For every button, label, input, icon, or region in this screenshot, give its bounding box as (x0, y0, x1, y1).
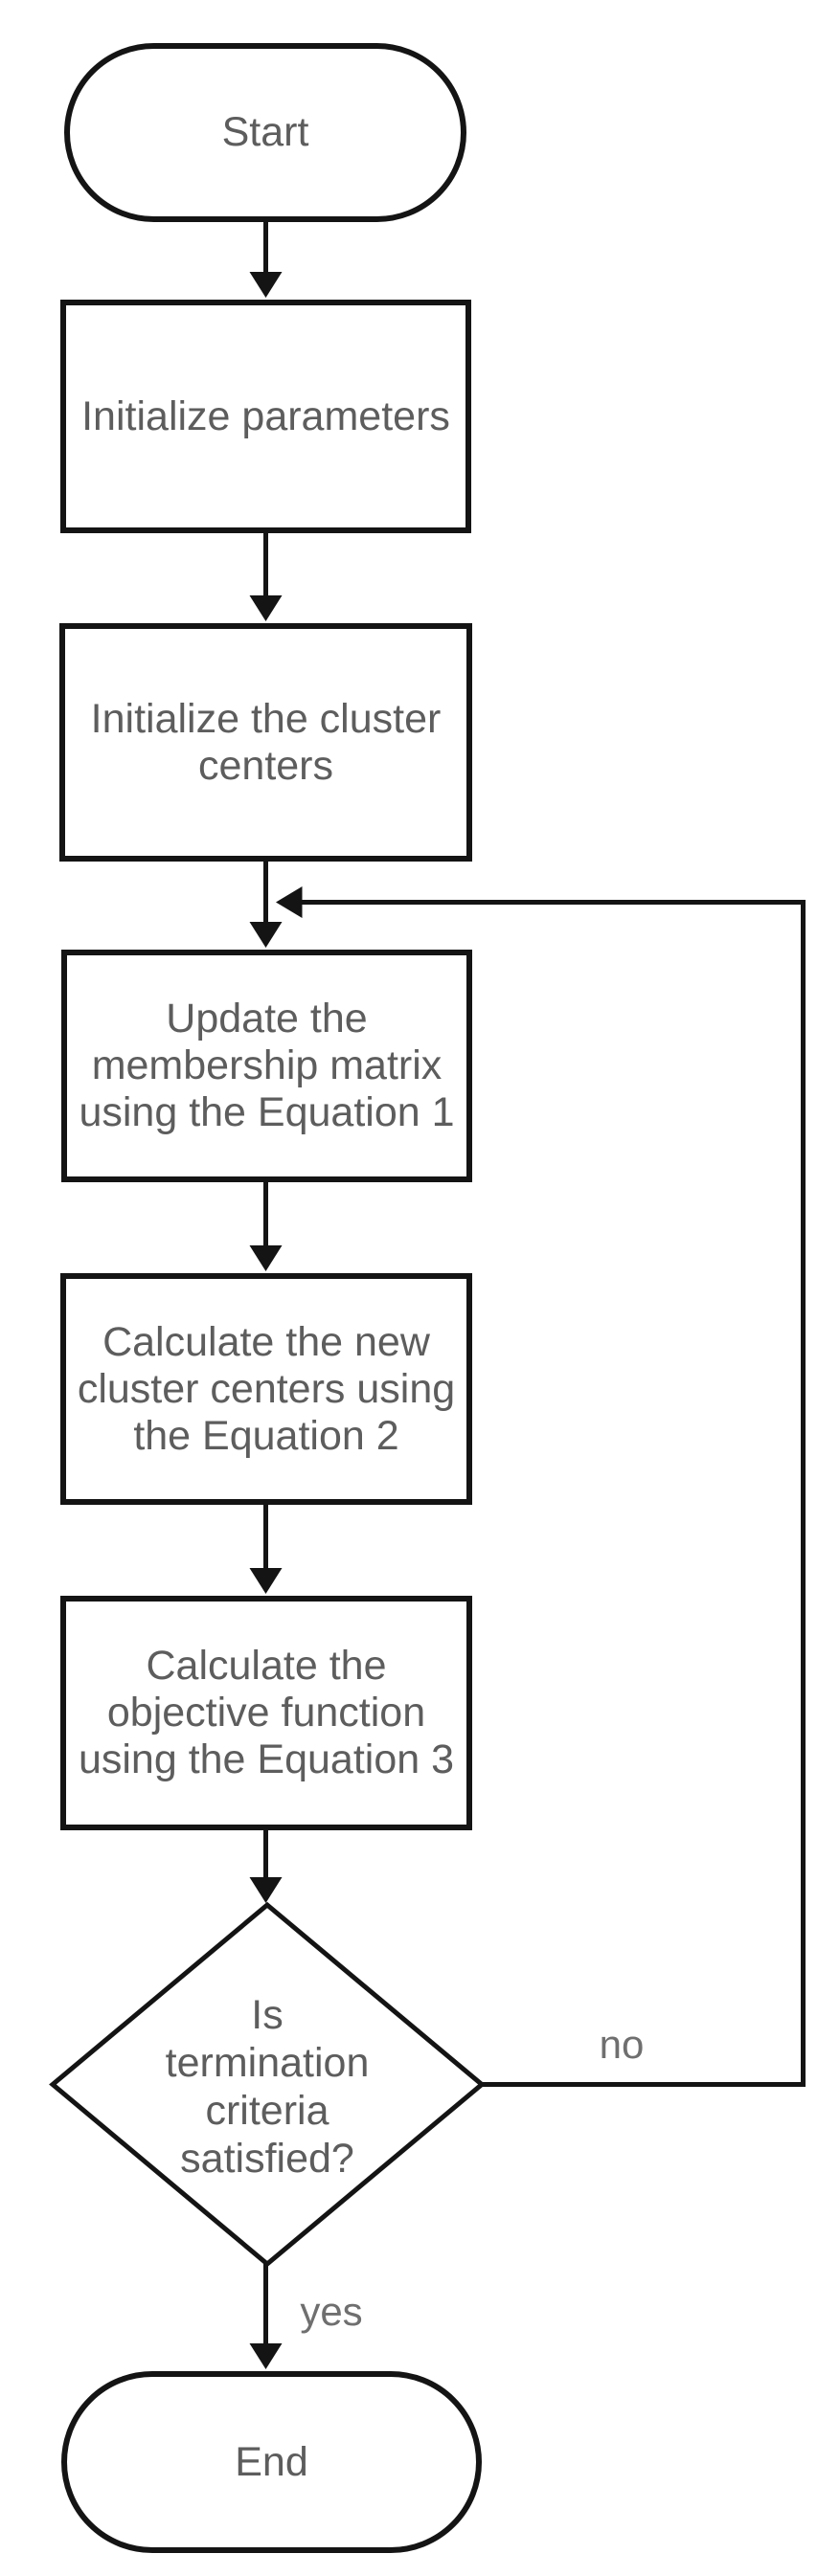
arrowhead-left-icon (276, 886, 303, 918)
process-node-label: Initialize parameters (81, 392, 450, 439)
end-node: End (61, 2371, 482, 2553)
process-node-calculate-objective-function: Calculate the objective function using t… (60, 1596, 472, 1830)
arrowhead-down-icon (249, 595, 283, 621)
edge-label-no: no (599, 2022, 645, 2067)
arrowhead-down-icon (249, 1568, 283, 1594)
process-node-label: Update the membership matrix using the E… (79, 996, 455, 1135)
arrowhead-down-icon (249, 272, 283, 298)
arrowhead-down-icon (249, 1877, 283, 1903)
process-node-label: Calculate the objective function using t… (78, 1643, 455, 1782)
edge-label-yes: yes (300, 2289, 363, 2334)
arrowhead-down-icon (249, 922, 283, 948)
start-node-label: Start (221, 109, 309, 155)
process-node-label: Initialize the cluster centers (90, 695, 442, 789)
process-node-label: Calculate the new cluster centers using … (77, 1318, 456, 1459)
end-node-label: End (235, 2438, 308, 2485)
decision-node-termination: Is termination criteria satisfied? (143, 1982, 392, 2192)
process-node-update-membership-matrix: Update the membership matrix using the E… (61, 950, 472, 1182)
process-node-initialize-parameters: Initialize parameters (60, 300, 471, 533)
start-node: Start (64, 43, 466, 222)
edge-no-loop-line (302, 900, 806, 2087)
decision-node-label: Is termination criteria satisfied? (165, 1992, 370, 2182)
decision-diamond-shape (49, 1901, 486, 2268)
arrowhead-down-icon (249, 2343, 283, 2369)
process-node-initialize-cluster-centers: Initialize the cluster centers (59, 623, 472, 862)
process-node-calculate-new-cluster-centers: Calculate the new cluster centers using … (60, 1273, 472, 1505)
arrowhead-down-icon (249, 1245, 283, 1271)
